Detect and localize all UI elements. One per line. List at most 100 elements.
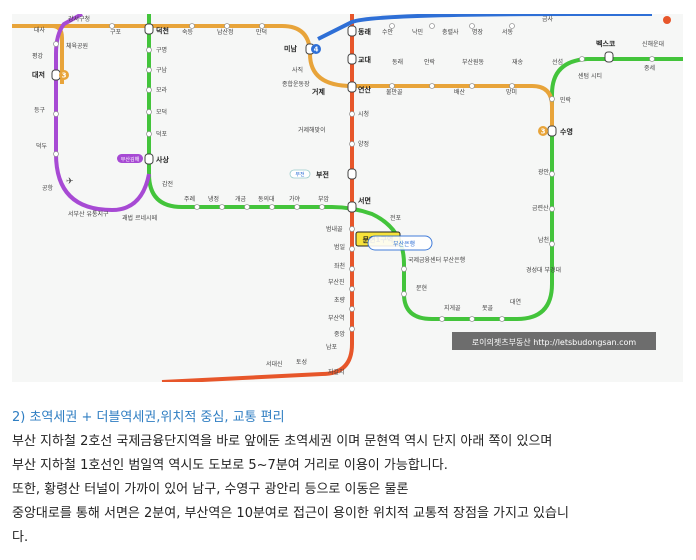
label-gupo: 구포 xyxy=(110,29,122,36)
label-munhyeon: 문현 xyxy=(416,284,427,292)
label-millak: 민락 xyxy=(560,96,572,104)
label-modeok: 모덕 xyxy=(156,109,167,116)
label-seomyeon: 서면 xyxy=(358,196,371,205)
label-daejeo: 대저 xyxy=(32,70,45,79)
label-gaya: 가야 xyxy=(289,195,301,203)
label-jungang: 중앙 xyxy=(334,330,346,338)
station-dongnae xyxy=(347,25,357,37)
label-sinhaeundae: 신해운대 xyxy=(642,40,664,48)
article-paragraph-1: 부산 지하철 2호선 국제금융단지역을 바로 앞에둔 초역세권 이며 문현역 역… xyxy=(12,434,553,449)
badge-line4: 4 xyxy=(314,46,319,54)
bgl-label: 부산김해 xyxy=(121,156,140,163)
watermark: 로이의젯츠부동산 http://letsbudongsan.com xyxy=(472,337,637,347)
label-gyodae: 교대 xyxy=(358,55,371,64)
line1-path xyxy=(161,14,354,382)
label-daesa: 대사 xyxy=(34,26,46,34)
label-yangjeong: 양정 xyxy=(358,140,369,148)
label-jeonpo: 전포 xyxy=(390,214,402,222)
label-suan: 수안 xyxy=(382,28,394,36)
label-geumnyeonsan: 금련산 xyxy=(532,204,549,212)
label-gaegeum: 개금 xyxy=(235,195,247,203)
station-beksco xyxy=(604,51,614,63)
label-jaesong: 재송 xyxy=(512,58,524,66)
label-toseong: 토성 xyxy=(296,358,307,366)
station-seomyeon xyxy=(347,201,357,213)
label-deunggu: 등구 xyxy=(34,107,46,114)
station-yeonsan xyxy=(347,81,357,93)
label-beomil: 범일 xyxy=(334,243,345,251)
label-deokcheon: 덕천 xyxy=(156,26,169,35)
label-busanyeok: 부산역 xyxy=(328,314,345,322)
label-sajik: 사직 xyxy=(292,66,303,74)
label-gamjeon: 감전 xyxy=(162,180,173,188)
label-seodaesin: 서대신 xyxy=(266,360,283,368)
label-geumsa: 금사 xyxy=(542,15,554,23)
label-mandeok: 만덕 xyxy=(256,28,267,36)
label-anrak: 안락 xyxy=(424,58,436,66)
station-daejeo xyxy=(51,69,61,81)
label-minam: 미남 xyxy=(284,44,297,53)
label-jangsan: 중세 xyxy=(644,64,655,72)
label-jagalchi: 자갈치 xyxy=(328,368,345,376)
label-gwaebeop: 괘법 르네시떼 xyxy=(122,214,157,222)
line4-path xyxy=(317,14,652,41)
label-jurye: 주례 xyxy=(184,195,195,203)
label-bujeon: 부전 xyxy=(316,170,329,179)
label-sasang: 사상 xyxy=(156,155,169,164)
label-gwangan: 광안 xyxy=(538,168,550,176)
label-namcheon: 남천 xyxy=(538,236,549,244)
label-nampo: 남포 xyxy=(326,343,338,351)
label-seonsan: 선섬 xyxy=(552,58,563,66)
station-deokcheon xyxy=(144,23,154,35)
label-pyeonggang: 평강 xyxy=(32,52,44,60)
label-seodong: 서동 xyxy=(502,28,514,36)
label-suyeong: 수영 xyxy=(560,127,573,136)
label-dongnae2: 동래 xyxy=(392,58,403,66)
subway-map: 3 4 3 부산김해 문현1구역 부산은행 부전 덕천 사상 대저 미남 거제 … xyxy=(12,14,683,382)
label-chungnyeolsa: 충렬사 xyxy=(442,28,459,36)
busanbank-label: 부산은행 xyxy=(393,240,415,248)
station-bujeon xyxy=(347,168,357,180)
label-gangseo: 강서구청 xyxy=(68,15,90,23)
airplane-icon: ✈ xyxy=(66,177,74,187)
label-daeyeon: 대연 xyxy=(510,298,521,306)
label-namsan: 남산정 xyxy=(217,28,234,36)
bgl-path xyxy=(54,14,151,213)
label-busanjin: 부산진 xyxy=(328,278,345,286)
label-sukdeung: 숙등 xyxy=(182,28,194,36)
article-paragraph-3: 또한, 황령산 터널이 가까이 있어 남구, 수영구 광안리 등으로 이동은 물… xyxy=(12,482,409,497)
label-jigegol: 지게골 xyxy=(444,304,461,312)
article-heading: 2) 초역세권 + 더블역세권,위치적 중심, 교통 편리 xyxy=(12,410,285,425)
label-gupyeong: 구명 xyxy=(156,46,167,54)
station-suyeong xyxy=(547,125,557,137)
label-mulmangol: 물만골 xyxy=(386,88,403,96)
label-gyeongseong: 경성대 부경대 xyxy=(526,266,561,274)
station-gyodae xyxy=(347,53,357,65)
label-mora: 모라 xyxy=(156,86,168,94)
label-dongeui: 동의대 xyxy=(258,195,275,203)
bujeon-mark: 부전 xyxy=(295,171,305,178)
label-choryang: 초량 xyxy=(334,297,346,304)
label-motgol: 못골 xyxy=(482,305,494,312)
label-geoje: 거제 xyxy=(312,87,325,96)
label-beksco: 벡스코 xyxy=(596,39,616,48)
label-mangmi: 망미 xyxy=(506,88,517,96)
label-nakmin: 낙민 xyxy=(412,28,423,36)
badge-line3-a: 3 xyxy=(62,72,67,80)
label-gonghang: 공항 xyxy=(42,184,54,192)
label-seobusan: 서부산 유통지구 xyxy=(68,210,109,218)
label-yeonsan: 연산 xyxy=(358,85,371,94)
label-gukje: 국제금융센터 부산은행 xyxy=(408,256,465,264)
label-dongnae: 동래 xyxy=(358,27,371,36)
badge-line3-b: 3 xyxy=(541,128,546,136)
label-busanwondong: 부산원동 xyxy=(462,58,485,66)
article-paragraph-4: 중앙대로를 통해 서면은 2분여, 부산역은 10분여로 접근이 용이한 위치적… xyxy=(12,506,569,521)
label-buam: 부암 xyxy=(318,195,330,203)
station-sasang xyxy=(144,153,154,165)
label-naengjeong: 냉정 xyxy=(208,195,219,203)
label-baesan: 배산 xyxy=(454,88,466,96)
article-paragraph-5: 다. xyxy=(12,530,29,545)
label-sicheong: 시청 xyxy=(358,111,369,118)
label-geojehaemaji: 거제해맞이 xyxy=(298,126,326,134)
label-chejuk: 체육공원 xyxy=(66,42,88,50)
